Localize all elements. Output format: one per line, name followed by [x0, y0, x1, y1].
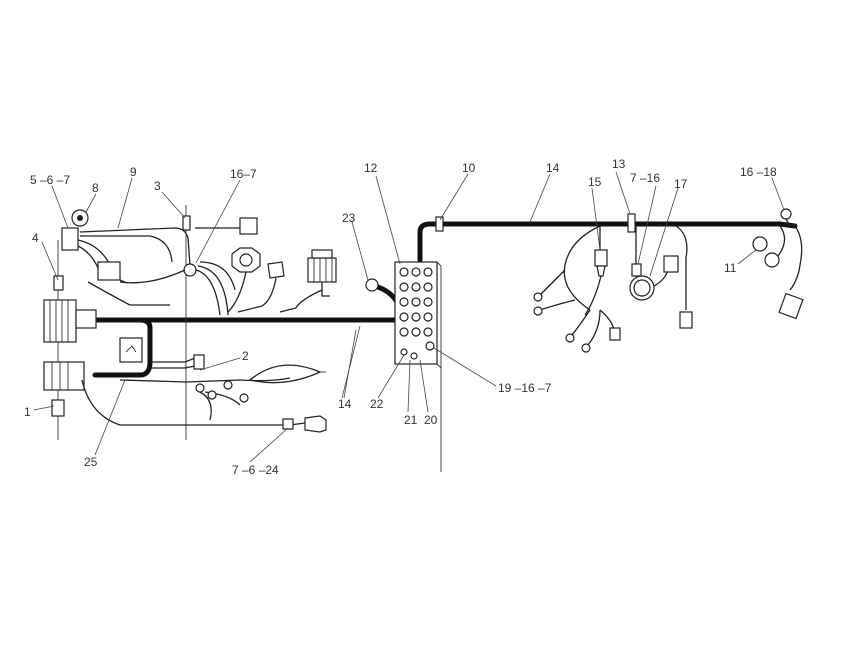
lamp-11a: [752, 236, 768, 252]
label-17: 17: [674, 177, 688, 191]
label-9: 9: [130, 165, 137, 179]
callout-labels: 5 –6 –7 8 9 3 16–7 4 1 25 2 7 –6 –24 14 …: [24, 157, 777, 477]
label-7-6-24: 7 –6 –24: [232, 463, 279, 477]
connector-23: [365, 278, 379, 292]
connector-17b: [663, 255, 679, 273]
label-11: 11: [724, 261, 737, 275]
label-14-right: 14: [546, 161, 560, 175]
bracket-4: [53, 275, 64, 291]
grommet-16-7: [183, 263, 197, 277]
fuse-box-12: [365, 261, 442, 472]
terminal-19: [425, 341, 435, 351]
fuse-sockets: [399, 267, 433, 337]
terminal-22: [400, 348, 408, 356]
starter-motor: [43, 361, 85, 391]
label-20: 20: [424, 413, 438, 427]
label-1: 1: [24, 405, 31, 419]
label-16-7: 16–7: [230, 167, 257, 181]
label-19-16-7: 19 –16 –7: [498, 381, 552, 395]
label-23: 23: [342, 211, 356, 225]
generator: [43, 299, 77, 343]
clip-3: [182, 215, 191, 231]
bracket-1: [51, 399, 65, 417]
label-25: 25: [84, 455, 98, 469]
label-15: 15: [588, 175, 602, 189]
plug-11c: [778, 292, 804, 320]
label-5-6-7: 5 –6 –7: [30, 173, 70, 187]
leader-lines: [33, 171, 785, 463]
label-2: 2: [242, 349, 249, 363]
connector-top-square: [239, 217, 258, 235]
connector-24: [282, 418, 294, 430]
label-4: 4: [32, 231, 39, 245]
switch-5-6-7: [61, 227, 79, 251]
clip-13: [627, 213, 636, 233]
label-14-left: 14: [338, 397, 352, 411]
label-7-16: 7 –16: [630, 171, 660, 185]
plug-17c: [679, 311, 693, 329]
clip-10: [435, 216, 444, 232]
label-8: 8: [92, 181, 99, 195]
plug-15b: [609, 327, 621, 341]
label-12: 12: [364, 161, 378, 175]
relay-box: [119, 337, 143, 363]
label-22: 22: [370, 397, 384, 411]
lamp-11b: [764, 252, 780, 268]
main-harness: [92, 221, 798, 378]
wire-loom-9: [79, 227, 191, 266]
clip-7-16: [631, 263, 642, 277]
right-section: [435, 208, 804, 353]
label-13: 13: [612, 157, 626, 171]
terminal-21: [410, 352, 418, 360]
label-3: 3: [154, 179, 161, 193]
sender-15: [594, 249, 608, 267]
label-16-18: 16 –18: [740, 165, 777, 179]
wire-to-connector-24: [81, 379, 306, 426]
relay-pack: [97, 261, 121, 281]
connector-2: [193, 354, 205, 370]
harness-trunk-right: [417, 221, 798, 263]
label-10: 10: [462, 161, 476, 175]
small-plug: [267, 261, 285, 279]
label-21: 21: [404, 413, 418, 427]
clamp-16-18: [780, 208, 792, 220]
left-section: [43, 205, 337, 440]
multi-pin-connector: [307, 257, 337, 283]
